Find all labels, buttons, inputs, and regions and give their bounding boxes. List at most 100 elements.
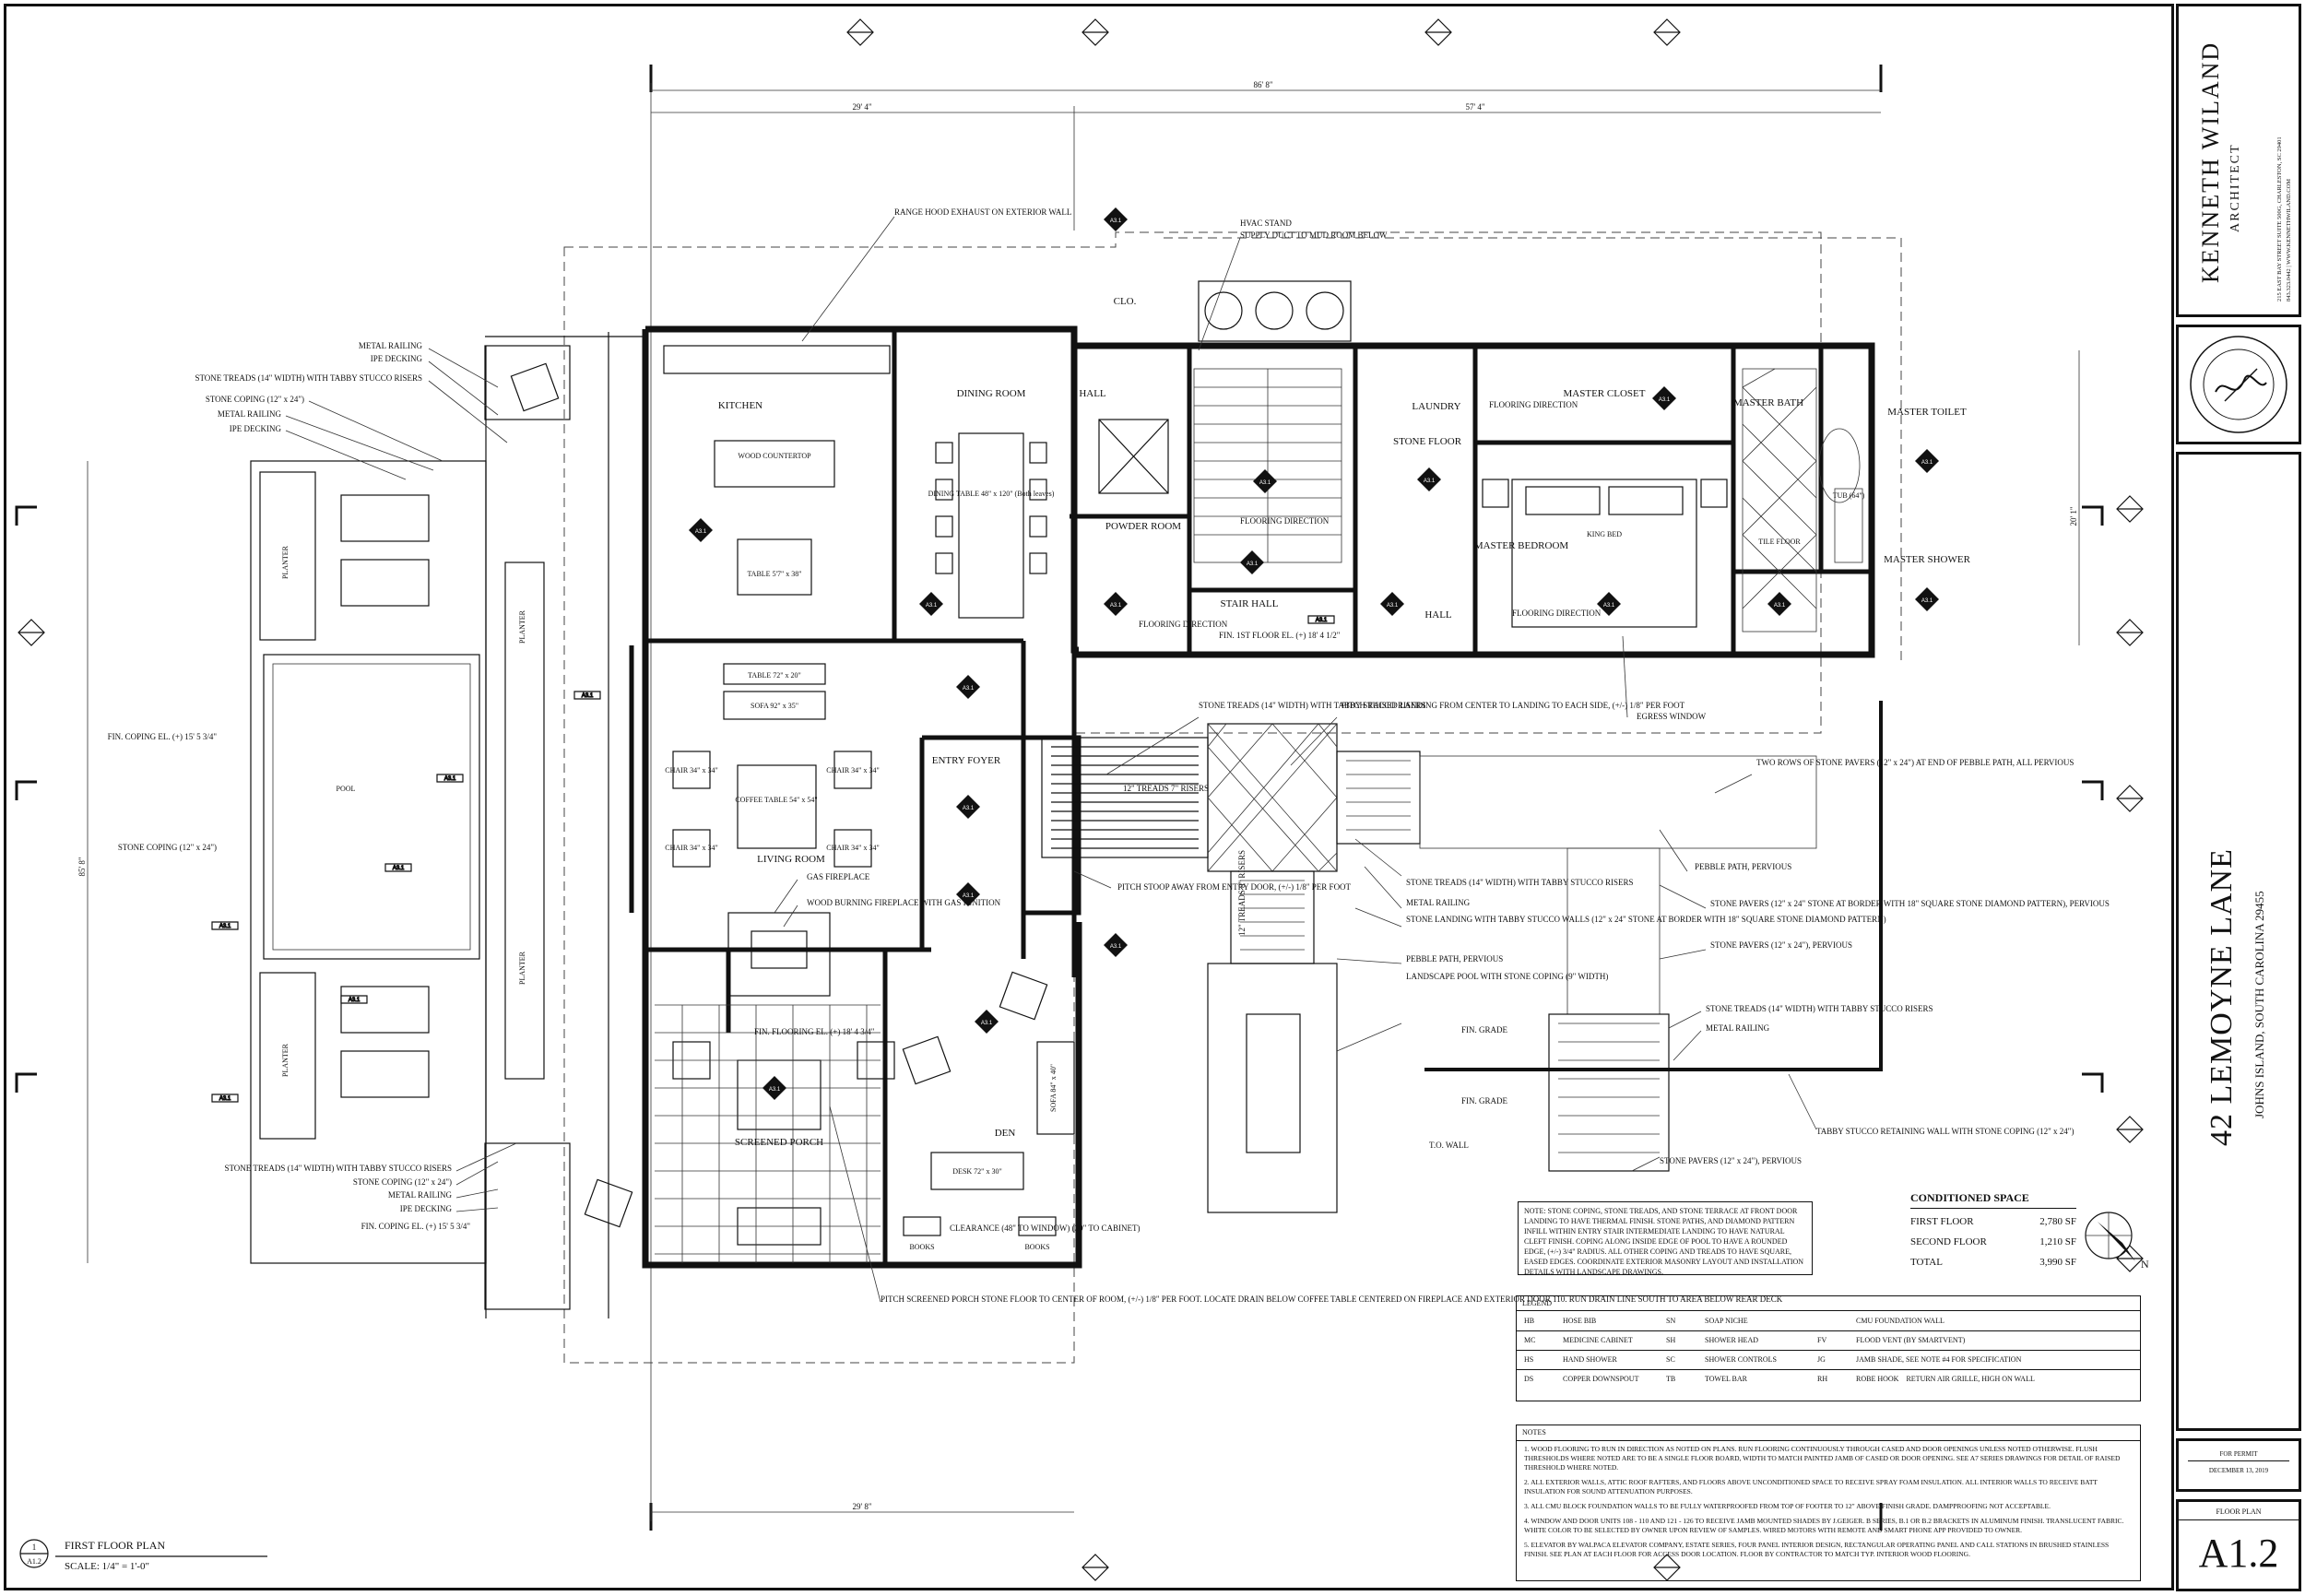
- svg-text:A3.1: A3.1: [393, 866, 405, 871]
- drawing-scale: SCALE: 1/4" = 1'-0": [65, 1561, 149, 1572]
- sheet-border: [4, 4, 2174, 1590]
- drawing-title-text: FIRST FLOOR PLAN: [65, 1539, 165, 1552]
- svg-text:FLOORING DIRECTION: FLOORING DIRECTION: [1512, 609, 1602, 618]
- svg-text:STONE PAVERS (12" x 24"), PERV: STONE PAVERS (12" x 24"), PERVIOUS: [1710, 940, 1852, 950]
- svg-text:TABLE 72" x 20": TABLE 72" x 20": [748, 671, 801, 680]
- room-powder: POWDER ROOM: [1105, 521, 1181, 532]
- svg-text:A3.1: A3.1: [926, 603, 938, 609]
- svg-text:STONE COPING (12" x 24"): STONE COPING (12" x 24"): [118, 843, 217, 852]
- elevation-markers: A3.1 A3.1 A3.1 A3.1 A3.1 A3.1 A3.1: [211, 615, 1335, 1103]
- front-terrace: [1041, 701, 1883, 1213]
- svg-text:POOL: POOL: [337, 785, 356, 793]
- svg-text:IPE DECKING: IPE DECKING: [230, 424, 282, 433]
- svg-text:A3.1: A3.1: [1603, 603, 1615, 609]
- svg-text:STONE COPING (12" x 24"): STONE COPING (12" x 24"): [206, 395, 304, 404]
- living-furniture: [672, 663, 872, 868]
- room-master-closet: MASTER CLOSET: [1564, 388, 1646, 399]
- svg-text:LANDSCAPE POOL WITH STONE COPI: LANDSCAPE POOL WITH STONE COPING (9" WID…: [1406, 972, 1608, 981]
- firm-contact: 843.323.0442 | WWW.KENNETHWILAND.COM: [2286, 178, 2292, 301]
- svg-text:29' 8": 29' 8": [852, 1502, 871, 1511]
- svg-text:PLANTER: PLANTER: [281, 1043, 290, 1077]
- svg-text:SOFA 84" x 40": SOFA 84" x 40": [1049, 1064, 1058, 1112]
- title-block-project: 42 LEMOYNE LANE JOHNS ISLAND, SOUTH CARO…: [2176, 452, 2301, 1431]
- svg-text:A3.1: A3.1: [1316, 618, 1328, 623]
- svg-text:TABBY STUCCO RETAINING WALL WI: TABBY STUCCO RETAINING WALL WITH STONE C…: [1816, 1127, 2074, 1136]
- svg-text:FIN. GRADE: FIN. GRADE: [1461, 1096, 1508, 1105]
- svg-text:STONE TREADS (14" WIDTH) WITH: STONE TREADS (14" WIDTH) WITH TABBY STUC…: [224, 1164, 452, 1173]
- svg-text:PLANTER: PLANTER: [281, 545, 290, 579]
- room-living: LIVING ROOM: [757, 854, 825, 865]
- room-screened-porch: SCREENED PORCH: [735, 1137, 823, 1148]
- conditioned-space-heading: CONDITIONED SPACE: [1910, 1191, 2076, 1209]
- legend-heading: LEGEND: [1517, 1296, 2140, 1311]
- note-box: NOTE: STONE COPING, STONE TREADS, AND ST…: [1518, 1201, 1813, 1275]
- porch-den-furniture: [672, 971, 1075, 1246]
- svg-text:PLANTER: PLANTER: [518, 609, 526, 644]
- drawing-title: 1 A1.2 FIRST FLOOR PLAN SCALE: 1/4" = 1'…: [19, 1539, 267, 1572]
- roof-outline: [563, 231, 1822, 1364]
- room-hall-114: HALL: [1424, 609, 1452, 621]
- svg-text:TABLE 5'7" x 38": TABLE 5'7" x 38": [747, 570, 801, 578]
- room-master-shower: MASTER SHOWER: [1884, 554, 1970, 565]
- svg-text:METAL RAILING: METAL RAILING: [359, 341, 423, 350]
- svg-text:86' 8": 86' 8": [1253, 80, 1272, 89]
- svg-text:A3.1: A3.1: [349, 998, 361, 1003]
- svg-text:PITCH RAISED LANDING FROM CENT: PITCH RAISED LANDING FROM CENTER TO LAND…: [1342, 701, 1685, 710]
- svg-text:BOOKS: BOOKS: [909, 1243, 934, 1251]
- svg-text:SOFA 92" x 35": SOFA 92" x 35": [751, 702, 798, 710]
- svg-text:FIN. FLOORING EL. (+) 18' 4 3/: FIN. FLOORING EL. (+) 18' 4 3/4": [754, 1027, 875, 1036]
- svg-text:29' 4": 29' 4": [852, 102, 871, 112]
- svg-text:A3.1: A3.1: [219, 924, 231, 929]
- fireplace: [727, 912, 831, 997]
- svg-text:A1.2: A1.2: [27, 1557, 41, 1566]
- master-bath-tile: [1742, 368, 1863, 632]
- room-hall: HALL: [1079, 388, 1106, 399]
- pool-deck: [250, 332, 645, 1318]
- svg-text:STONE TREADS (14" WIDTH) WITH: STONE TREADS (14" WIDTH) WITH TABBY STUC…: [1199, 701, 1426, 710]
- hvac-units: [1198, 280, 1352, 342]
- issue-date: DECEMBER 13, 2019: [2208, 1467, 2269, 1474]
- svg-text:STONE PAVERS (12" x 24"), PERV: STONE PAVERS (12" x 24"), PERVIOUS: [1660, 1156, 1802, 1165]
- svg-text:PITCH SCREENED PORCH STONE FLO: PITCH SCREENED PORCH STONE FLOOR TO CENT…: [881, 1295, 1783, 1304]
- svg-text:PEBBLE PATH, PERVIOUS: PEBBLE PATH, PERVIOUS: [1406, 954, 1503, 964]
- dimension-lines: [87, 83, 2080, 1521]
- svg-text:FLOORING DIRECTION: FLOORING DIRECTION: [1139, 620, 1228, 629]
- svg-text:FLOORING DIRECTION: FLOORING DIRECTION: [1240, 516, 1330, 526]
- svg-text:IPE DECKING: IPE DECKING: [400, 1204, 453, 1213]
- svg-text:85' 8": 85' 8": [77, 857, 87, 876]
- svg-text:TUB (64"): TUB (64"): [1833, 491, 1865, 500]
- svg-text:IPE DECKING: IPE DECKING: [371, 354, 423, 363]
- svg-text:57' 4": 57' 4": [1465, 102, 1484, 112]
- svg-text:12" TREADS 7" RISERS: 12" TREADS 7" RISERS: [1123, 784, 1209, 793]
- svg-text:A3.1: A3.1: [981, 1021, 993, 1026]
- svg-text:12" TREADS 8" RISERS: 12" TREADS 8" RISERS: [1237, 850, 1247, 936]
- room-den: DEN: [995, 1128, 1016, 1139]
- svg-text:A3.1: A3.1: [769, 1087, 781, 1093]
- porch-floor-pattern: [655, 1004, 881, 1263]
- room-master-bath: MASTER BATH: [1733, 397, 1803, 408]
- interior-walls: [645, 329, 1872, 1265]
- room-stair-hall: STAIR HALL: [1221, 598, 1279, 609]
- room-laundry: LAUNDRY: [1412, 401, 1460, 412]
- svg-text:A3.1: A3.1: [963, 806, 975, 811]
- svg-text:RANGE HOOD EXHAUST ON EXTERIOR: RANGE HOOD EXHAUST ON EXTERIOR WALL: [894, 207, 1071, 217]
- svg-text:METAL RAILING: METAL RAILING: [388, 1190, 453, 1200]
- svg-text:WOOD BURNING FIREPLACE WITH GA: WOOD BURNING FIREPLACE WITH GAS IGNITION: [807, 898, 1001, 907]
- svg-text:A3.1: A3.1: [1110, 944, 1122, 950]
- title-block-firm: KENNETH WILAND ARCHITECT 215 EAST BAY ST…: [2176, 4, 2301, 317]
- svg-text:HVAC STAND: HVAC STAND: [1240, 219, 1292, 228]
- svg-text:A3.1: A3.1: [1921, 598, 1933, 604]
- svg-text:PEBBLE PATH, PERVIOUS: PEBBLE PATH, PERVIOUS: [1695, 862, 1791, 871]
- svg-text:STONE PAVERS (12" x 24" STONE: STONE PAVERS (12" x 24" STONE AT BORDER …: [1710, 899, 2110, 908]
- svg-text:A3.1: A3.1: [1659, 397, 1671, 403]
- title-block-sheet: FLOOR PLAN A1.2: [2176, 1499, 2301, 1591]
- svg-text:A3.1: A3.1: [695, 529, 707, 535]
- svg-text:KING BED: KING BED: [1587, 530, 1622, 538]
- notes: NOTES 1. WOOD FLOORING TO RUN IN DIRECTI…: [1516, 1425, 2141, 1581]
- svg-text:TILE FLOOR: TILE FLOOR: [1758, 538, 1801, 546]
